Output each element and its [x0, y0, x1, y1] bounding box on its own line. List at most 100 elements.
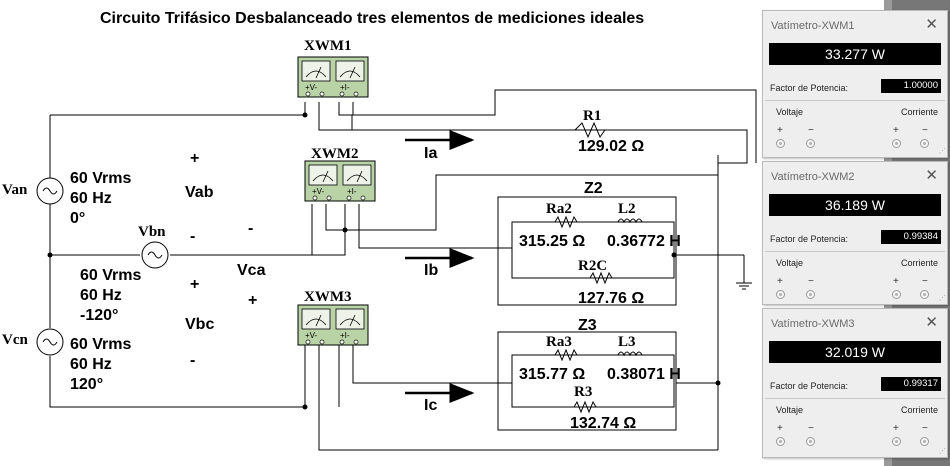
z2-ra-name: Ra2 [546, 201, 572, 217]
current-label: Corriente [900, 258, 938, 268]
wattmeter-panel-xwm1[interactable]: Vatímetro-XWM1 ✕ 33.277 W Factor de Pote… [762, 10, 948, 158]
z3-ra-value: 315.77 Ω [519, 366, 586, 383]
current-label: Corriente [900, 107, 938, 117]
voltage-plus-terminal[interactable] [776, 290, 785, 299]
voltage-plus-label: + [777, 276, 783, 287]
voltage-plus-terminal[interactable] [776, 139, 785, 148]
source-van-freq: 60 Hz [70, 190, 112, 207]
current-minus-terminal[interactable] [920, 437, 929, 446]
divider [765, 398, 945, 399]
voltage-plus-label: + [777, 125, 783, 136]
divider [765, 251, 945, 252]
z3-l-value: 0.38071 H [607, 366, 681, 383]
source-vcn-rms: 60 Vrms [70, 336, 132, 353]
wattmeter-xwm3-symbol [297, 304, 369, 346]
z3-name: Z3 [578, 317, 597, 334]
resize-grip-icon[interactable]: ⋰ [939, 448, 946, 455]
vbc-label: Vbc [185, 316, 215, 333]
close-icon[interactable]: ✕ [925, 16, 938, 33]
wattmeter-panel-xwm3[interactable]: Vatímetro-XWM3 ✕ 32.019 W Factor de Pote… [762, 308, 948, 458]
z2-ra-value: 315.25 Ω [519, 233, 586, 250]
source-vbn-name: Vbn [138, 224, 166, 240]
vab-minus: - [190, 228, 196, 245]
power-factor-label: Factor de Potencia: [770, 83, 849, 93]
voltage-minus-label: − [808, 276, 814, 287]
current-minus-label: − [922, 423, 928, 434]
voltage-minus-terminal[interactable] [806, 437, 815, 446]
vab-plus: + [190, 150, 200, 167]
voltage-plus-terminal[interactable] [776, 437, 785, 446]
current-label: Corriente [900, 405, 938, 415]
current-plus-terminal[interactable] [892, 139, 901, 148]
panel-title: Vatímetro-XWM1 [771, 20, 855, 32]
divider [765, 100, 945, 101]
vab-label: Vab [185, 184, 214, 201]
vca-label: Vca [237, 262, 266, 279]
source-vcn [36, 328, 64, 356]
power-reading: 32.019 W [769, 341, 941, 363]
source-van-rms: 60 Vrms [70, 170, 132, 187]
wattmeter-xwm1-symbol [297, 56, 369, 98]
z2-l-name: L2 [618, 201, 636, 217]
wattmeter-xwm2-symbol [304, 160, 376, 202]
r1-value: 129.02 Ω [578, 138, 645, 155]
vca-minus: - [248, 220, 254, 237]
wattmeter-xwm2-label: XWM2 [311, 146, 359, 162]
wattmeter-xwm1-label: XWM1 [304, 38, 352, 54]
current-minus-label: − [922, 276, 928, 287]
diagram-title: Circuito Trifásico Desbalanceado tres el… [100, 10, 645, 27]
z3-rc-name: R3 [574, 384, 593, 400]
wattmeter-xwm3-label: XWM3 [304, 289, 352, 305]
vca-plus: + [248, 292, 258, 309]
source-vcn-phase: 120° [70, 376, 104, 393]
source-vcn-name: Vcn [2, 332, 28, 348]
voltage-minus-label: − [808, 125, 814, 136]
source-vbn-rms: 60 Vrms [80, 267, 142, 284]
current-plus-label: + [893, 125, 899, 136]
wattmeter-panel-xwm2[interactable]: Vatímetro-XWM2 ✕ 36.189 W Factor de Pote… [762, 161, 948, 305]
power-reading: 36.189 W [769, 194, 941, 216]
source-van-name: Van [2, 182, 28, 198]
vbc-plus: + [190, 276, 200, 293]
z2-l-value: 0.36772 H [607, 233, 681, 250]
current-minus-terminal[interactable] [920, 139, 929, 148]
voltage-label: Voltaje [776, 107, 804, 117]
power-reading: 33.277 W [769, 43, 941, 65]
current-minus-label: − [922, 125, 928, 136]
current-plus-label: + [893, 276, 899, 287]
close-icon[interactable]: ✕ [925, 314, 938, 331]
voltage-label: Voltaje [776, 258, 804, 268]
r1-name: R1 [583, 108, 602, 124]
close-icon[interactable]: ✕ [925, 167, 938, 184]
power-factor-value: 0.99317 [881, 377, 941, 391]
z3-l-name: L3 [618, 334, 636, 350]
current-plus-terminal[interactable] [892, 290, 901, 299]
current-plus-label: + [893, 423, 899, 434]
power-factor-value: 0.99384 [881, 230, 941, 244]
z2-rc-name: R2C [578, 258, 608, 274]
resize-grip-icon[interactable]: ⋰ [939, 148, 946, 155]
current-ib-label: Ib [424, 262, 439, 279]
voltage-minus-terminal[interactable] [806, 139, 815, 148]
source-vbn-phase: -120° [80, 307, 119, 324]
power-factor-label: Factor de Potencia: [770, 381, 849, 391]
z3-ra-name: Ra3 [546, 334, 572, 350]
source-vbn [141, 241, 169, 269]
resize-grip-icon[interactable]: ⋰ [939, 295, 946, 302]
power-factor-label: Factor de Potencia: [770, 234, 849, 244]
vbc-minus: - [190, 352, 196, 369]
source-van [36, 177, 64, 205]
panel-title: Vatímetro-XWM3 [771, 318, 855, 330]
voltage-minus-label: − [808, 423, 814, 434]
z2-name: Z2 [584, 180, 603, 197]
power-factor-value: 1.00000 [881, 79, 941, 93]
current-plus-terminal[interactable] [892, 437, 901, 446]
voltage-minus-terminal[interactable] [806, 290, 815, 299]
z2-rc-value: 127.76 Ω [578, 290, 645, 307]
current-minus-terminal[interactable] [920, 290, 929, 299]
current-ic-label: Ic [424, 397, 438, 414]
source-vbn-freq: 60 Hz [80, 287, 122, 304]
z3-rc-value: 132.74 Ω [570, 415, 637, 432]
current-ia-label: Ia [424, 145, 438, 162]
